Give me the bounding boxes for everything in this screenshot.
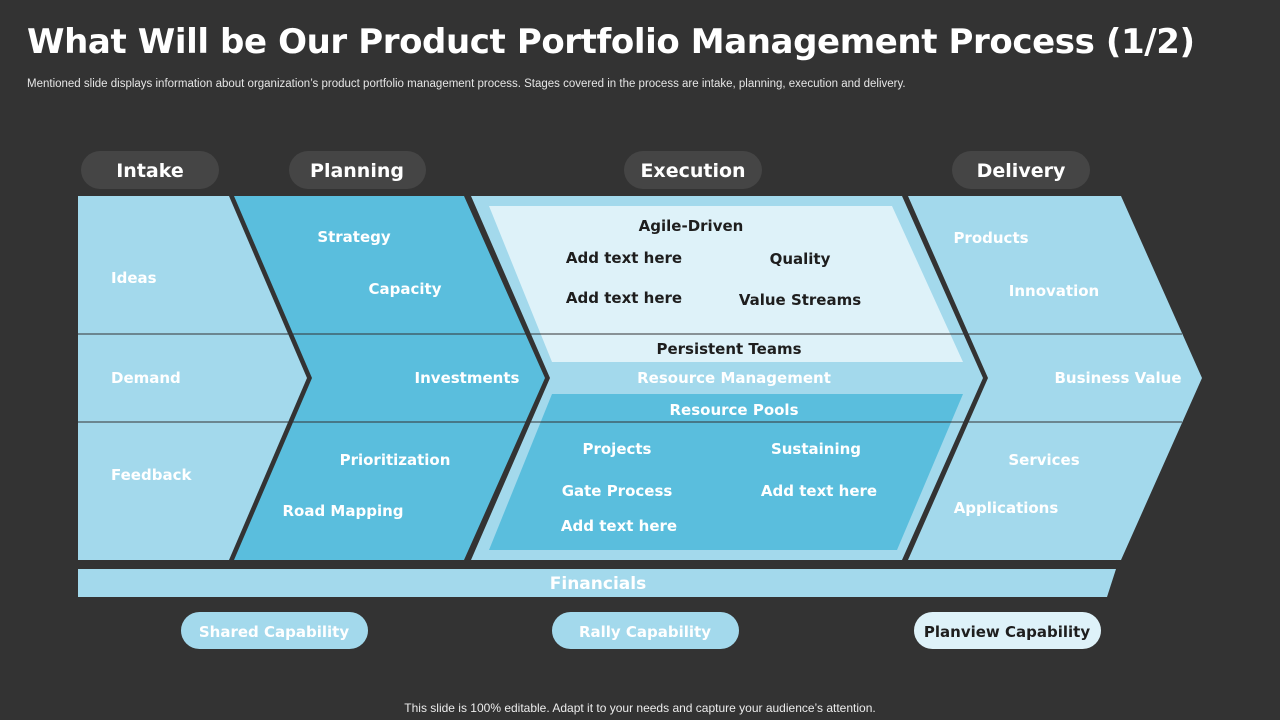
planning-chevron: [234, 196, 545, 560]
execution-agile-driven: Agile-Driven: [639, 217, 744, 235]
execution-projects: Projects: [582, 440, 651, 458]
slide-title: What Will be Our Product Portfolio Manag…: [27, 22, 1195, 62]
execution-gate-process: Gate Process: [562, 482, 673, 500]
stage-label-planning: Planning: [310, 160, 404, 182]
planview-capability-pill: [914, 612, 1101, 649]
stage-pill-execution: [624, 151, 762, 189]
execution-add-text-3: Add text here: [761, 482, 877, 500]
shared-capability-pill: [181, 612, 368, 649]
intake-demand: Demand: [111, 369, 181, 387]
slide-subtitle: Mentioned slide displays information abo…: [27, 78, 906, 90]
intake-feedback: Feedback: [111, 466, 192, 484]
financials-label: Financials: [550, 574, 646, 594]
execution-add-text-2: Add text here: [566, 289, 682, 307]
execution-quality: Quality: [770, 250, 831, 268]
financials-bar: [78, 569, 1116, 597]
planning-road-mapping: Road Mapping: [282, 502, 403, 520]
agile-panel: [489, 206, 963, 362]
execution-resource-pools: Resource Pools: [670, 401, 799, 419]
execution-add-text-1: Add text here: [566, 249, 682, 267]
stage-label-intake: Intake: [116, 160, 184, 182]
delivery-business-value: Business Value: [1054, 369, 1181, 387]
delivery-applications: Applications: [954, 499, 1059, 517]
shared-capability-label: Shared Capability: [199, 623, 349, 641]
planning-strategy: Strategy: [317, 228, 391, 246]
execution-sustaining: Sustaining: [771, 440, 861, 458]
delivery-services: Services: [1008, 451, 1079, 469]
stage-pill-intake: [81, 151, 219, 189]
stage-pill-delivery: [952, 151, 1090, 189]
planning-capacity: Capacity: [369, 280, 442, 298]
capabilities: Shared Capability Rally Capability Planv…: [181, 612, 1101, 649]
resource-pools-panel: [489, 394, 963, 550]
planning-investments: Investments: [415, 369, 520, 387]
execution-persistent-teams: Persistent Teams: [656, 340, 801, 358]
planning-prioritization: Prioritization: [340, 451, 451, 469]
execution-value-streams: Value Streams: [739, 291, 861, 309]
delivery-products: Products: [953, 229, 1028, 247]
stage-label-delivery: Delivery: [977, 160, 1066, 182]
intake-chevron: [78, 196, 307, 560]
execution-resource-management: Resource Management: [637, 369, 831, 387]
planview-capability-label: Planview Capability: [924, 623, 1090, 641]
rally-capability-label: Rally Capability: [579, 623, 711, 641]
delivery-chevron: [908, 196, 1202, 560]
rally-capability-pill: [552, 612, 739, 649]
intake-ideas: Ideas: [111, 269, 157, 287]
stage-headers: Intake Planning Execution Delivery: [81, 151, 1090, 189]
stage-pill-planning: [289, 151, 426, 189]
delivery-innovation: Innovation: [1009, 282, 1099, 300]
slide-footer: This slide is 100% editable. Adapt it to…: [404, 701, 876, 715]
execution-add-text-4: Add text here: [561, 517, 677, 535]
stage-label-execution: Execution: [640, 160, 745, 182]
